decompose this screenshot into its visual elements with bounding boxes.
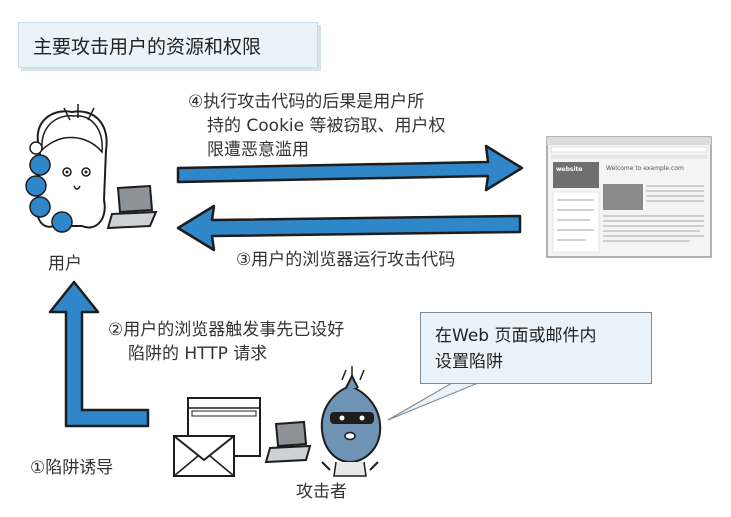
website-logo: website	[556, 166, 583, 173]
attacker-figure	[320, 366, 382, 477]
callout-line2: 设置陷阱	[435, 352, 503, 372]
attacker-label: 攻击者	[296, 482, 347, 502]
trap-callout: 在Web 页面或邮件内 设置陷阱	[420, 312, 652, 384]
envelope-icon	[173, 435, 235, 477]
callout-pointer	[387, 382, 479, 421]
user-figure	[25, 104, 108, 233]
step2-line1: ②用户的浏览器触发事先已设好	[108, 320, 345, 340]
arrow-step3-left	[176, 204, 522, 252]
attacker-laptop-icon	[264, 420, 312, 464]
arrow-step1-up	[48, 280, 150, 428]
step2-line2: 陷阱的 HTTP 请求	[128, 344, 268, 364]
step3-label: ③用户的浏览器运行攻击代码	[236, 250, 456, 270]
arrow-step4-right	[176, 144, 524, 192]
website-heading: Welcome to example.com	[606, 165, 684, 172]
step4-line3: 限遭恶意滥用	[207, 140, 309, 160]
user-laptop-icon	[106, 184, 158, 230]
callout-line1: 在Web 页面或邮件内	[435, 326, 597, 346]
website-screenshot	[546, 136, 712, 258]
step1-label: ①陷阱诱导	[30, 458, 114, 478]
user-label: 用户	[48, 254, 82, 274]
title-box: 主要攻击用户的资源和权限	[18, 22, 318, 68]
step2-label: ②用户的浏览器触发事先已设好 陷阱的 HTTP 请求	[108, 318, 344, 366]
step4-line2: 持的 Cookie 等被窃取、用户权	[207, 116, 446, 136]
step4-line1: ④执行攻击代码的后果是用户所	[188, 92, 425, 112]
diagram-title: 主要攻击用户的资源和权限	[33, 35, 262, 58]
step4-label: ④执行攻击代码的后果是用户所 持的 Cookie 等被窃取、用户权 限遭恶意滥用	[188, 90, 446, 162]
